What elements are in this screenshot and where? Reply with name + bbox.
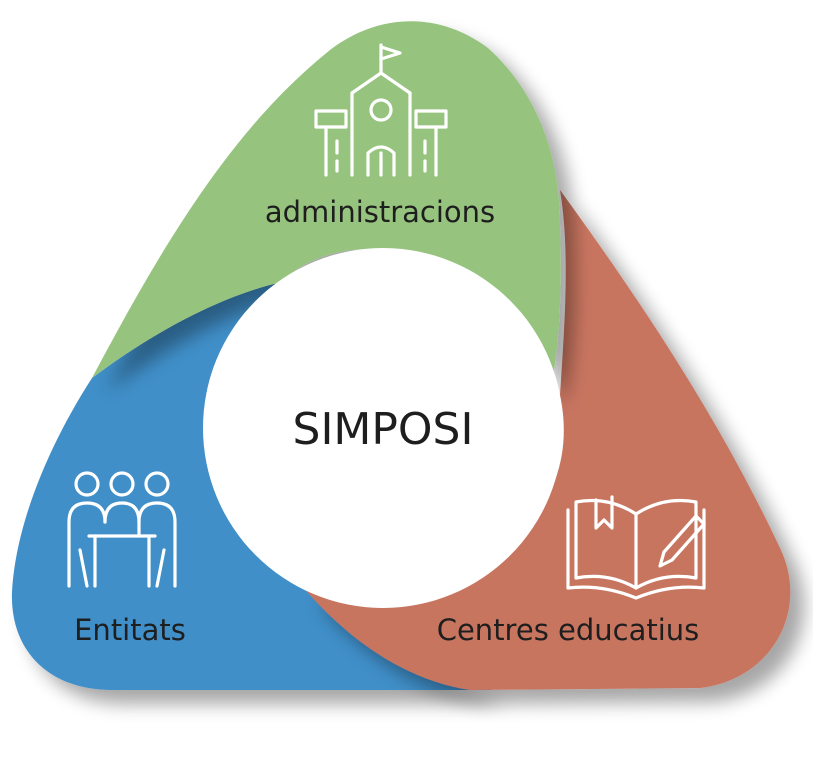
open-book-pencil-icon	[566, 495, 706, 600]
segment-administracions[interactable]	[92, 21, 561, 392]
segment-entitats[interactable]	[11, 282, 493, 690]
label-centres-educatius: Centres educatius	[437, 613, 700, 647]
label-entitats: Entitats	[74, 613, 186, 647]
meeting-people-icon	[67, 471, 177, 588]
segment-centres[interactable]	[302, 190, 791, 690]
school-building-icon	[314, 43, 448, 177]
center-label: SIMPOSI	[293, 404, 474, 455]
center-circle	[203, 248, 563, 608]
label-administracions: administracions	[265, 195, 495, 229]
